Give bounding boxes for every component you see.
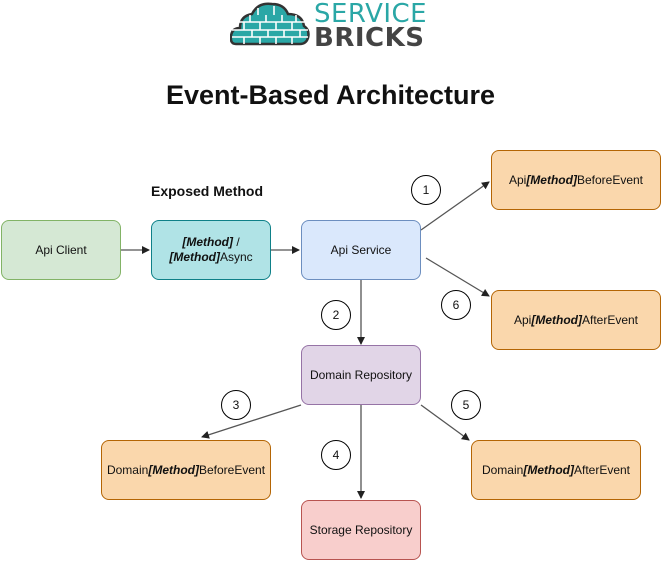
arrow-domain-to-domain-before — [201, 404, 302, 439]
domain-before-event-label: Domain[Method]BeforeEvent — [106, 462, 266, 477]
step-marker-6: 6 — [441, 290, 471, 320]
arrow-domain-to-domain-after — [420, 404, 470, 441]
api-service-label: Api Service — [330, 242, 392, 257]
exposed-method-text: [Method] /[Method]Async — [169, 235, 253, 264]
logo-text-bricks: BRICKS — [314, 23, 425, 53]
api-client-label: Api Client — [35, 242, 87, 257]
domain-repository-label: Domain Repository — [309, 367, 413, 382]
arrow-service-to-api-after — [425, 257, 490, 297]
step-marker-5: 5 — [451, 390, 481, 420]
step-marker-2: 2 — [321, 300, 351, 330]
exposed-method-label: Exposed Method — [151, 183, 264, 199]
logo-text-service: SERVICE — [314, 0, 428, 29]
api-client-node: Api Client — [1, 220, 121, 280]
api-before-event-label: Api[Method]BeforeEvent — [508, 172, 644, 187]
domain-after-event-node: Domain[Method]AfterEvent — [471, 440, 641, 500]
service-bricks-logo: SERVICE BRICKS — [229, 0, 445, 53]
arrow-service-to-api-before — [420, 181, 490, 231]
page-title: Event-Based Architecture — [165, 80, 496, 110]
exposed-method-node: [Method] /[Method]Async — [151, 220, 271, 280]
api-before-event-node: Api[Method]BeforeEvent — [491, 150, 661, 210]
brick-cloud-icon — [229, 2, 310, 46]
api-after-event-node: Api[Method]AfterEvent — [491, 290, 661, 350]
domain-before-event-node: Domain[Method]BeforeEvent — [101, 440, 271, 500]
api-service-node: Api Service — [301, 220, 421, 280]
storage-repository-label: Storage Repository — [309, 522, 413, 537]
step-marker-4: 4 — [321, 440, 351, 470]
domain-repository-node: Domain Repository — [301, 345, 421, 405]
storage-repository-node: Storage Repository — [301, 500, 421, 560]
domain-after-event-label: Domain[Method]AfterEvent — [481, 462, 631, 477]
step-marker-1: 1 — [411, 175, 441, 205]
step-marker-3: 3 — [221, 390, 251, 420]
api-after-event-label: Api[Method]AfterEvent — [513, 312, 639, 327]
